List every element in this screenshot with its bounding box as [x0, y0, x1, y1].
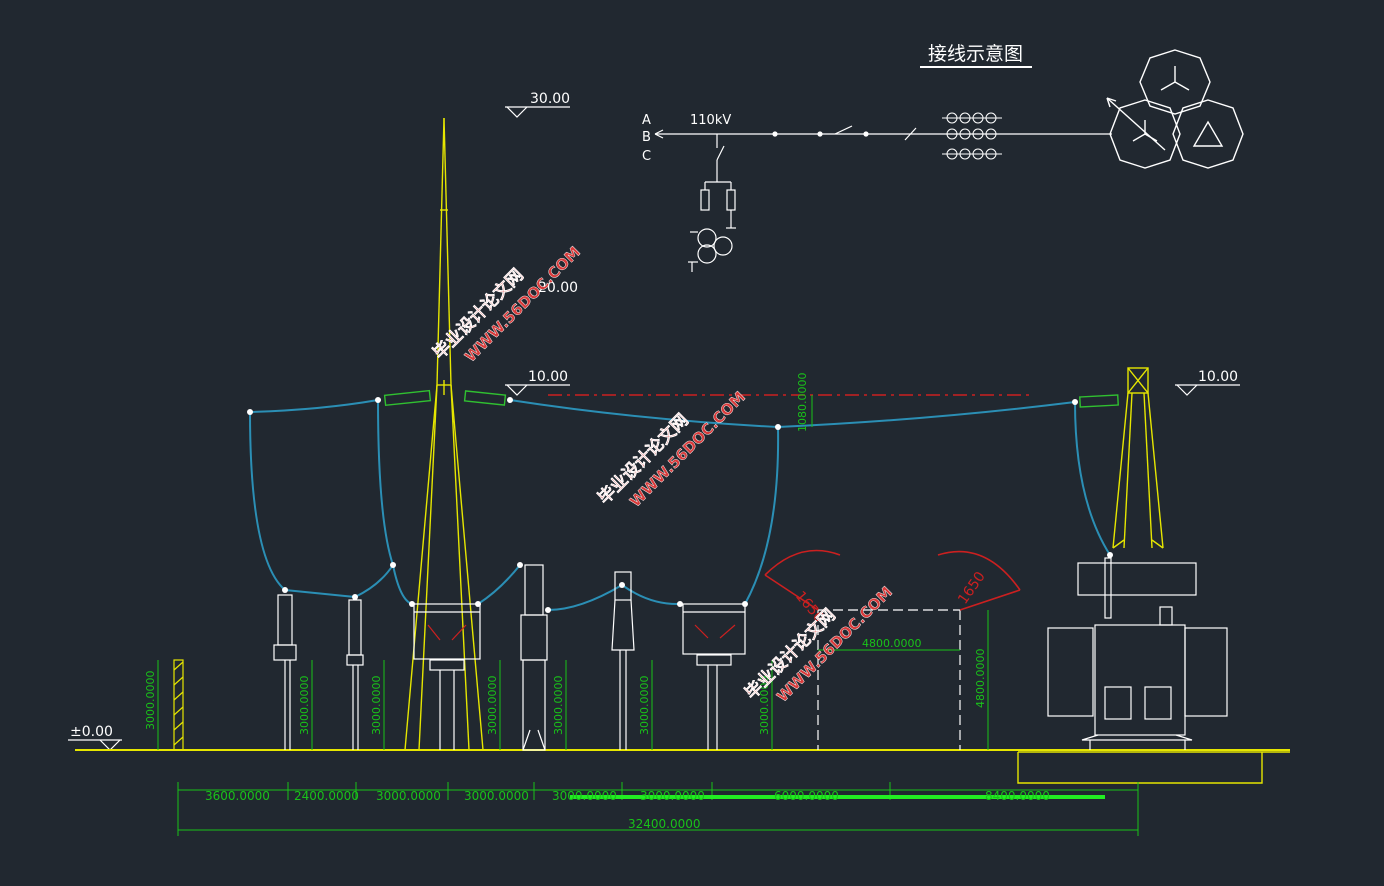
dim-bay-1: 3600.0000	[205, 789, 270, 803]
dim-support-5: 3000.0000	[552, 676, 565, 736]
drawing-title: 接线示意图	[928, 43, 1023, 65]
dim-bay-3: 3000.0000	[376, 789, 441, 803]
dim-bay-7: 6000.0000	[774, 789, 839, 803]
oil-pit	[1017, 751, 1290, 784]
conductor-nodes	[247, 397, 1113, 613]
fence-wall	[173, 659, 184, 751]
insulator-strings	[383, 389, 1119, 408]
dim-bay-5: 3000.0000	[552, 789, 617, 803]
dim-bay-2: 2400.0000	[294, 789, 359, 803]
elevation-right-beam: 10.00	[1198, 369, 1238, 385]
dimension-lines	[157, 395, 1139, 836]
dim-total: 32400.0000	[628, 817, 701, 831]
dim-support-3: 3000.0000	[370, 676, 383, 736]
dim-fence-width: 4800.0000	[862, 637, 922, 650]
dim-support-7: 3000.0000	[758, 676, 771, 736]
dim-fence-height: 4800.0000	[974, 649, 987, 709]
dim-bay-6: 3000.0000	[640, 789, 705, 803]
elevation-top: 30.00	[530, 91, 570, 107]
phase-b-label: B	[642, 130, 651, 145]
equipment	[273, 557, 1228, 751]
wiring-schematic	[654, 125, 1112, 272]
phase-a-label: A	[642, 113, 651, 128]
disconnector-contacts	[427, 624, 736, 641]
dim-support-6: 3000.0000	[638, 676, 651, 736]
phase-c-label: C	[642, 149, 651, 164]
elevation-mid: 20.00	[538, 280, 578, 296]
dim-bay-4: 3000.0000	[464, 789, 529, 803]
dim-support-4: 3000.0000	[486, 676, 499, 736]
transformer-symbol	[1106, 49, 1244, 169]
right-gantry	[1112, 367, 1164, 549]
conductors	[249, 399, 1111, 611]
elevation-markers	[68, 106, 1240, 751]
gantry-tower	[404, 117, 484, 751]
voltage-label: 110kV	[690, 113, 731, 128]
watermark-1: 毕业设计论文网 WWW.56DOC.COM	[428, 243, 584, 366]
safety-fence	[817, 609, 961, 750]
watermark-2: 毕业设计论文网 WWW.56DOC.COM	[593, 388, 749, 511]
elevation-ground: ±0.00	[70, 724, 113, 740]
dim-sag: 1080.0000	[796, 373, 809, 433]
dim-support-2: 3000.0000	[298, 676, 311, 736]
ct-symbols	[942, 112, 1002, 160]
clearance-arcs	[764, 549, 1021, 611]
dim-support-1: 3000.0000	[144, 671, 157, 731]
elevation-left-beam: 10.00	[528, 369, 568, 385]
dim-bay-8: 8400.0000	[985, 789, 1050, 803]
